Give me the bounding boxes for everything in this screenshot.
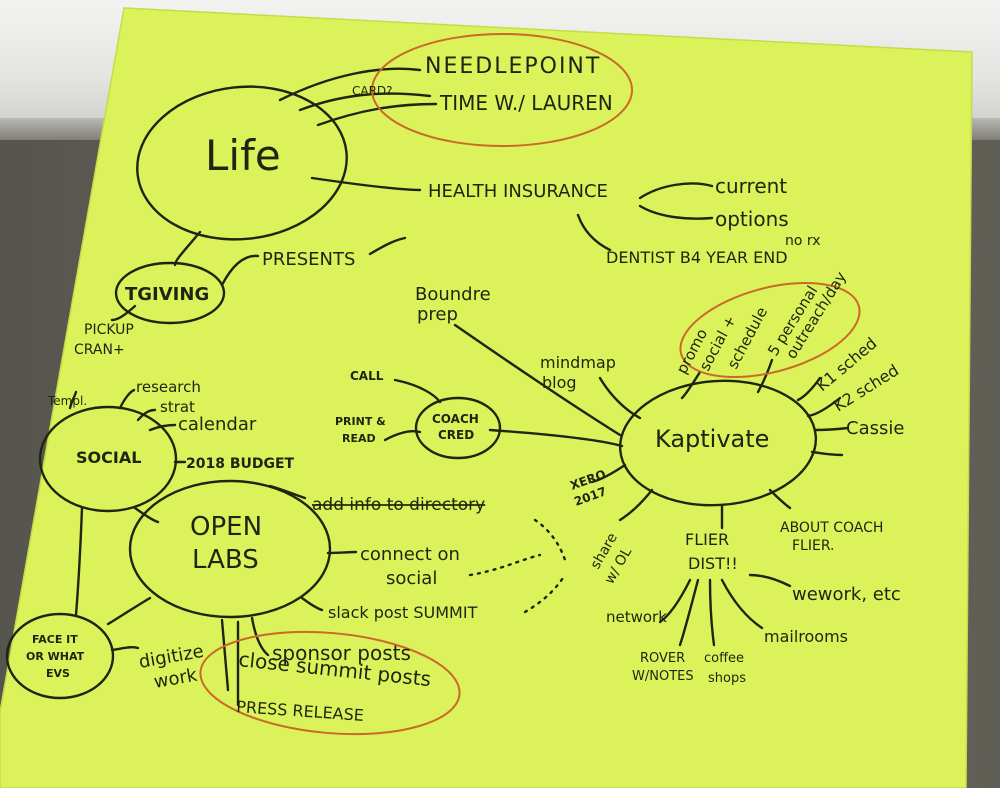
label-pickup-line1: PICKUP — [84, 322, 134, 338]
label-network: network — [606, 608, 667, 626]
node-coach-cred-line2: CRED — [438, 428, 474, 442]
label-cassie: Cassie — [846, 418, 904, 439]
node-coach-cred-line1: COACH — [432, 412, 479, 426]
node-face-it-line2: OR WHAT — [26, 650, 85, 663]
label-about-coach-line1: ABOUT COACH — [780, 520, 883, 536]
label-time-lauren: TIME W./ LAUREN — [439, 91, 613, 115]
node-tgiving: TGIVING — [125, 284, 209, 305]
social-bubble — [38, 405, 178, 513]
label-research: research — [136, 378, 201, 396]
label-wework: wework, etc — [792, 584, 901, 605]
personal-highlight — [371, 33, 633, 147]
label-dentist: DENTIST B4 YEAR END — [606, 248, 788, 267]
node-open-labs-line1: OPEN — [190, 512, 262, 542]
label-options: options — [715, 207, 789, 231]
label-sponsor: sponsor posts — [272, 641, 411, 665]
face-it-bubble — [5, 612, 115, 700]
label-add-info: add info to directory — [312, 495, 485, 515]
label-calendar: calendar — [178, 414, 257, 435]
open-labs-bubble — [128, 479, 332, 619]
promo-highlight — [679, 281, 861, 379]
label-flier-line2: DIST!! — [688, 554, 738, 573]
label-rover-line2: W/NOTES — [632, 669, 694, 684]
label-rover-line1: ROVER — [640, 651, 685, 666]
label-coffee-line1: coffee — [704, 651, 744, 666]
label-coffee-line2: shops — [708, 671, 746, 686]
label-boundre-line1: Boundre — [415, 284, 491, 305]
label-presents: PRESENTS — [262, 249, 355, 270]
label-print-line1: PRINT & — [335, 415, 386, 428]
label-slack: slack post SUMMIT — [328, 603, 478, 622]
node-social: SOCIAL — [76, 448, 141, 467]
label-mindmap-line1: mindmap — [540, 353, 616, 372]
coach-cred-bubble — [414, 396, 502, 460]
label-mindmap-line2: blog — [542, 373, 577, 392]
tgiving-bubble — [114, 261, 226, 325]
label-card: CARD? — [352, 84, 393, 98]
label-health-insurance: HEALTH INSURANCE — [428, 181, 608, 202]
label-current: current — [715, 174, 787, 198]
label-2018-budget: 2018 BUDGET — [186, 456, 295, 472]
label-connect-line2: social — [386, 568, 437, 589]
label-boundre-line2: prep — [417, 304, 458, 325]
label-no-rx: no rx — [785, 233, 821, 249]
node-face-it-line1: FACE IT — [32, 633, 78, 646]
label-needlepoint: NEEDLEPOINT — [425, 54, 601, 79]
node-face-it-line3: EVS — [46, 667, 70, 680]
label-mailrooms: mailrooms — [764, 627, 848, 646]
life-bubble — [136, 85, 348, 241]
node-life: Life — [205, 131, 281, 180]
label-flier-line1: FLIER — [685, 530, 729, 549]
label-pickup-line2: CRAN+ — [74, 342, 125, 358]
label-templ: Templ. — [47, 394, 87, 408]
node-open-labs-line2: LABS — [192, 545, 259, 575]
label-connect-line1: connect on — [360, 544, 460, 565]
label-strat: strat — [160, 398, 195, 416]
label-about-coach-line2: FLIER. — [792, 538, 835, 554]
node-kaptivate: Kaptivate — [655, 425, 769, 453]
label-print-line2: READ — [342, 432, 376, 445]
label-call: CALL — [350, 369, 384, 383]
summit-highlight — [199, 630, 461, 736]
